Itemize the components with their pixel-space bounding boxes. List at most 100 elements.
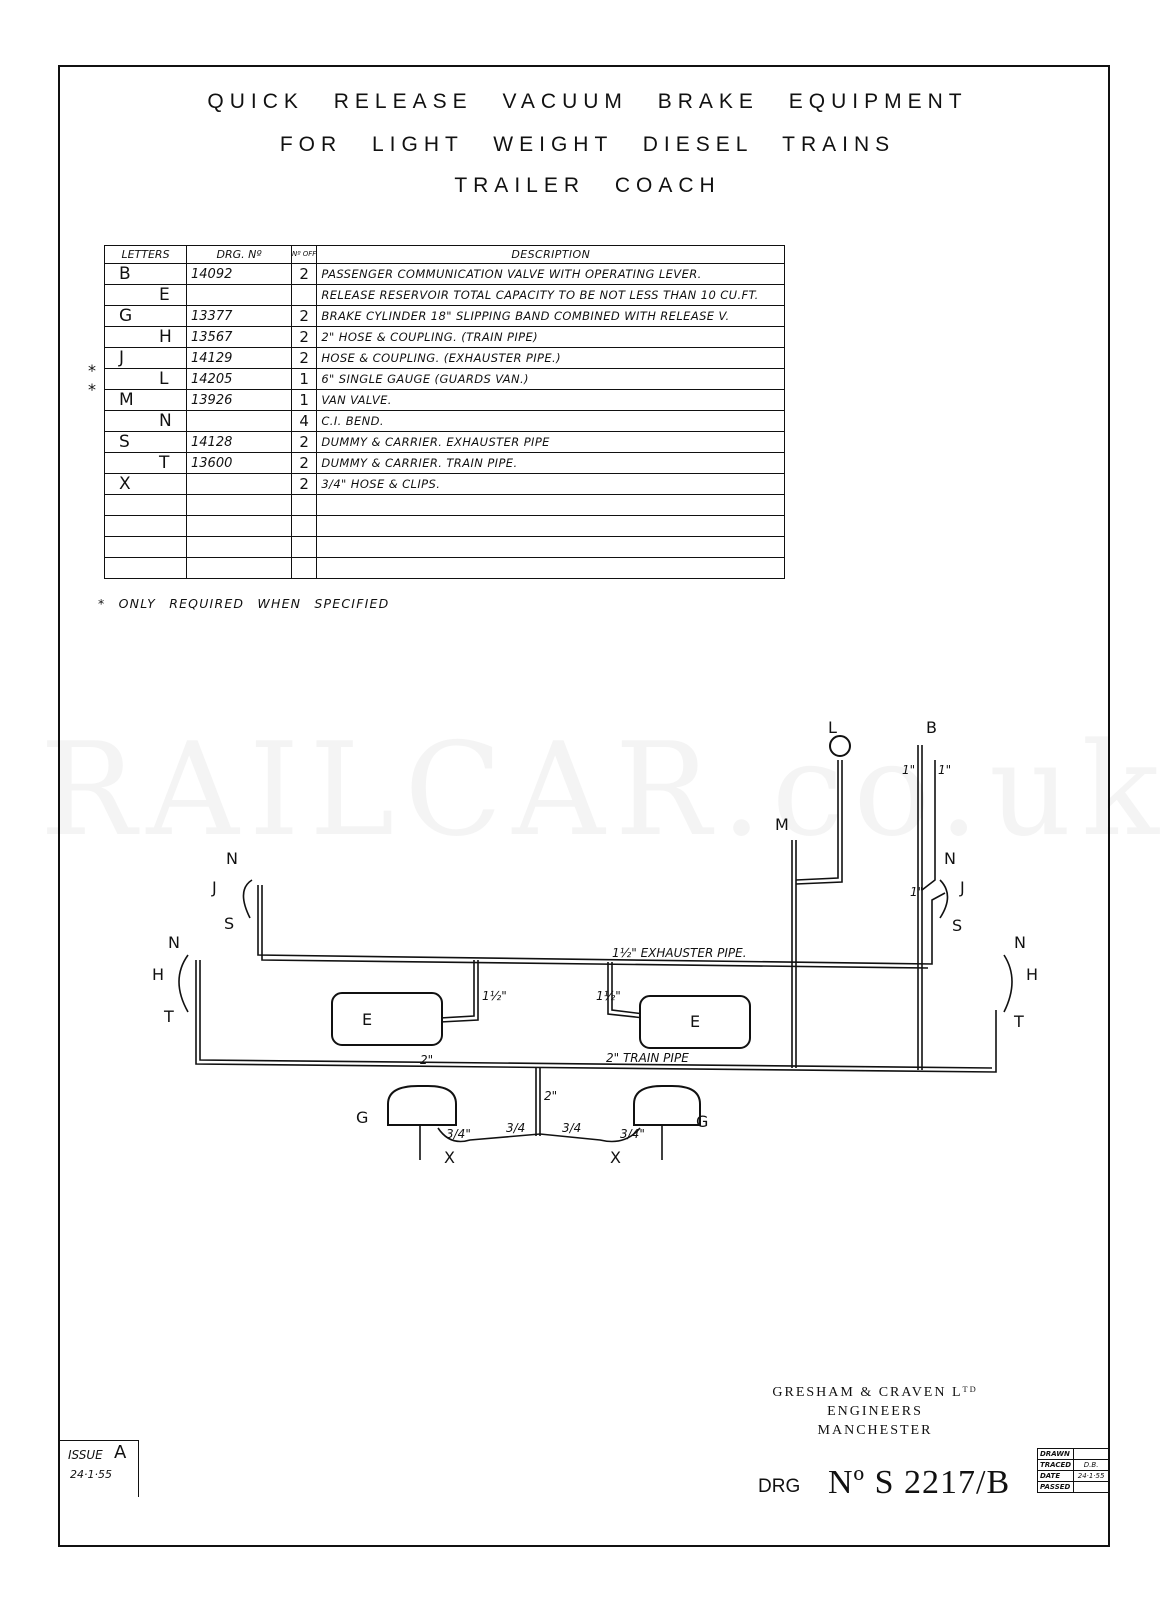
label-G-right: G (696, 1112, 708, 1131)
cylinder-rods (419, 1125, 663, 1160)
gauge-icon (829, 735, 851, 757)
communication-valve-branch (921, 760, 936, 891)
specified-star: * (88, 379, 96, 399)
reservoir-left-connection (439, 960, 479, 1023)
label-E-left: E (362, 1010, 372, 1029)
cell-description: PASSENGER COMMUNICATION VALVE WITH OPERA… (316, 263, 786, 285)
label-H-left: H (152, 965, 164, 984)
cell-description: 6" SINGLE GAUGE (GUARDS VAN.) (316, 368, 786, 390)
label-train-pipe: 2" TRAIN PIPE (606, 1051, 689, 1065)
train-pipe-line (195, 960, 997, 1073)
cell-description: DUMMY & CARRIER. TRAIN PIPE. (316, 452, 786, 474)
parts-table: LETTERS DRG. Nº Nº OFF DESCRIPTION B 1409… (104, 245, 786, 579)
label-J-left: J (211, 878, 217, 897)
letter-code: B (119, 264, 131, 284)
cell-description (316, 557, 786, 579)
drawing-border (58, 65, 1110, 1547)
label-S-left: S (224, 914, 234, 933)
signoff-value (1073, 1448, 1110, 1460)
train-hose-right (1003, 954, 1013, 1013)
signoff-key: DRAWN (1036, 1448, 1075, 1460)
letter-code: G (119, 306, 133, 326)
exhauster-pipe-line (257, 885, 946, 965)
reservoir-right-connection (607, 962, 645, 1019)
drawing-prefix: DRG (758, 1476, 801, 1497)
label-size-1-5-right: 1½" (596, 989, 621, 1003)
cell-no-off: 2 (290, 347, 318, 369)
brake-cylinder-left (387, 1085, 457, 1126)
specified-note: * ONLY REQUIRED WHEN SPECIFIED (98, 596, 390, 611)
cell-drg-no: 13567 (186, 326, 292, 348)
label-M: M (775, 815, 789, 834)
label-N-right-lower: N (1014, 933, 1026, 952)
label-T-left: T (163, 1007, 174, 1026)
maker-role: ENGINEERS (827, 1404, 923, 1419)
exhauster-hose-left (242, 879, 253, 919)
issue-code: A (114, 1442, 127, 1463)
signoff-key: TRACED (1036, 1459, 1075, 1471)
cell-description: BRAKE CYLINDER 18" SLIPPING BAND COMBINE… (316, 305, 786, 327)
label-E-right: E (690, 1012, 700, 1031)
cylinder-branch (535, 1068, 541, 1136)
label-B: B (926, 718, 937, 737)
train-pipe-line-inner (199, 960, 993, 1069)
cell-description: RELEASE RESERVOIR TOTAL CAPACITY TO BE N… (316, 284, 786, 306)
exhauster-hose-right (939, 879, 949, 919)
letter-code: M (119, 390, 134, 410)
table-row: E RELEASE RESERVOIR TOTAL CAPACITY TO BE … (104, 284, 786, 306)
table-row (104, 557, 786, 579)
label-N-right-upper: N (944, 849, 956, 868)
exhauster-pipe-line-inner (261, 885, 929, 969)
cell-no-off: 1 (290, 368, 318, 390)
manufacturer-block: GRESHAM & CRAVEN Lᵀᴰ ENGINEERS MANCHESTE… (700, 1383, 1050, 1440)
letter-code: T (159, 453, 170, 473)
release-reservoir-left (331, 992, 443, 1046)
signoff-row: PASSED (1036, 1481, 1110, 1493)
brake-cylinder-right (633, 1085, 701, 1126)
issue-label: ISSUE (68, 1448, 103, 1462)
cell-description: 2" HOSE & COUPLING. (TRAIN PIPE) (316, 326, 786, 348)
label-size-3-4-b: 3/4 (506, 1121, 525, 1135)
letter-code: E (159, 285, 170, 305)
signoff-key: PASSED (1036, 1481, 1075, 1493)
label-H-right: H (1026, 965, 1038, 984)
specified-star: * (88, 360, 96, 380)
letter-code: J (119, 348, 125, 368)
cylinder-cross-pipe (437, 1127, 641, 1143)
cell-drg-no: 14129 (186, 347, 292, 369)
label-T-right: T (1013, 1012, 1024, 1031)
drawing-number: Nº S 2217/B (828, 1464, 1011, 1501)
van-valve-riser (791, 840, 797, 1068)
label-size-2-left: 2" (420, 1053, 433, 1067)
label-size-1-b: 1" (938, 763, 951, 777)
label-L: L (828, 718, 837, 737)
train-hose-left (178, 954, 189, 1013)
letter-code: H (159, 327, 172, 347)
maker-name: GRESHAM & CRAVEN Lᵀᴰ (772, 1385, 978, 1400)
title-line-2: FOR LIGHT WEIGHT DIESEL TRAINS (279, 133, 896, 156)
table-header-row: LETTERS DRG. Nº Nº OFF DESCRIPTION (104, 245, 786, 264)
watermark: RAILCAR.co.uk (40, 716, 1159, 865)
letter-code: N (159, 411, 172, 431)
label-G-left: G (356, 1108, 368, 1127)
label-size-1-c: 1" (910, 885, 923, 899)
communication-valve-riser (917, 745, 923, 1070)
label-J-right: J (959, 878, 965, 897)
cell-drg-no: 14092 (186, 263, 292, 285)
label-X-right: X (610, 1148, 621, 1167)
letter-code: X (119, 474, 131, 494)
signoff-value: 24·1·55 (1073, 1470, 1110, 1482)
header-letters: LETTERS (104, 245, 187, 264)
label-X-left: X (444, 1148, 455, 1167)
label-size-3-4-c: 3/4 (562, 1121, 581, 1135)
signoff-value: D.B. (1073, 1459, 1110, 1471)
table-row (104, 494, 786, 516)
